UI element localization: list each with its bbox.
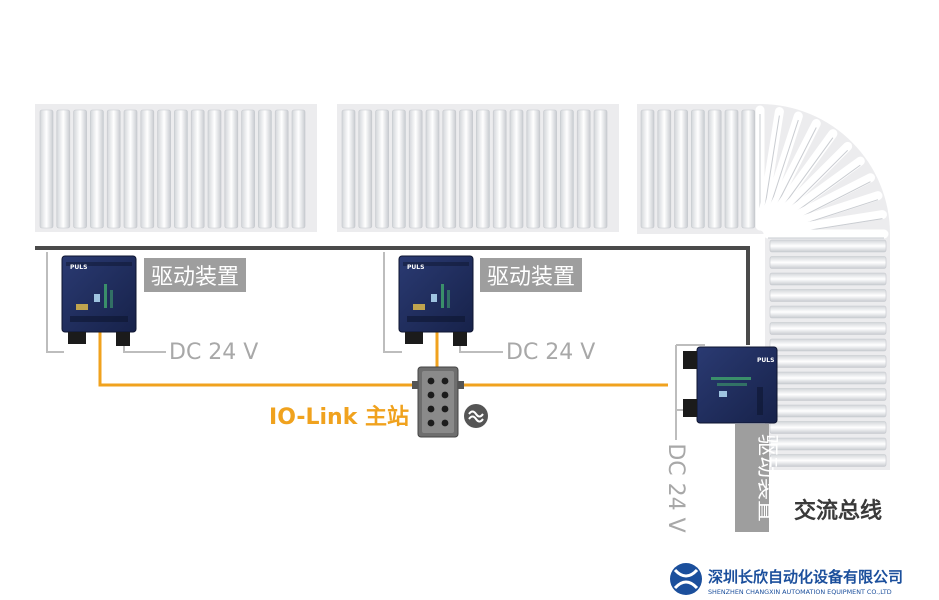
drive-unit-1[interactable]: PULS [61, 255, 137, 346]
drive-label-2-text: 驱动装置 [487, 265, 575, 290]
device-brand: PULS [407, 264, 424, 271]
conveyor-roller [769, 272, 887, 286]
conveyor-roller [769, 421, 887, 434]
conveyor-roller [769, 388, 887, 401]
conveyor-roller [769, 404, 887, 418]
conveyor-roller [207, 109, 222, 229]
conveyor-roller [39, 109, 54, 229]
conveyor-segment-3-curve [637, 104, 890, 470]
ac-bus-label: 交流总线 [794, 498, 882, 524]
conveyor-roller [576, 109, 591, 229]
io-link-port[interactable] [441, 419, 449, 427]
conveyor-roller [408, 109, 423, 229]
ac-symbol-icon [464, 404, 488, 428]
io-link-port[interactable] [441, 377, 449, 385]
conveyor-roller [341, 109, 356, 229]
conveyor-roller [769, 305, 887, 319]
conveyor-roller [73, 109, 87, 229]
dc-label-2: DC 24 V [506, 340, 595, 365]
drive-label-1: 驱动装置 [144, 258, 246, 292]
conveyor-roller [769, 338, 887, 352]
conveyor-roller [593, 109, 608, 229]
conveyor-roller [442, 109, 457, 229]
conveyor-roller [358, 109, 373, 229]
conveyor-roller [560, 109, 574, 229]
conveyor-roller [769, 371, 887, 385]
conveyor-segment-2 [337, 104, 619, 232]
drive-unit-3[interactable]: PULS [683, 346, 778, 424]
conveyor-roller [769, 256, 887, 269]
conveyor-roller [769, 289, 887, 302]
conveyor-roller [241, 109, 255, 229]
conveyor-roller [459, 109, 473, 229]
io-link-port[interactable] [441, 405, 449, 413]
conveyor-roller [392, 109, 406, 229]
device-brand: PULS [757, 357, 774, 364]
io-link-port[interactable] [441, 391, 449, 399]
io-link-port[interactable] [427, 391, 435, 399]
conveyor-roller [769, 239, 887, 253]
company-name-en: SHENZHEN CHANGXIN AUTOMATION EQUIPMENT C… [708, 588, 892, 596]
conveyor-roller [492, 109, 507, 229]
conveyor-roller [375, 109, 389, 229]
conveyor-roller [476, 109, 490, 229]
conveyor-roller [90, 109, 104, 229]
io-link-port[interactable] [427, 377, 435, 385]
conveyor-segment-1 [35, 104, 317, 232]
dc-label-1: DC 24 V [169, 340, 258, 365]
conveyor-roller [769, 437, 887, 451]
dc-line-2 [383, 252, 503, 353]
io-link-port[interactable] [427, 405, 435, 413]
conveyor-roller [724, 109, 739, 229]
ac-bus-line [35, 246, 750, 345]
conveyor-roller [140, 109, 155, 229]
dc-line-1 [46, 252, 166, 353]
io-link-line [98, 330, 668, 387]
conveyor-roller [157, 109, 171, 229]
conveyor-roller [274, 109, 289, 229]
conveyor-roller [769, 355, 887, 368]
device-brand: PULS [70, 264, 87, 271]
io-link-port[interactable] [427, 419, 435, 427]
conveyor-roller [123, 109, 138, 229]
drive-label-2: 驱动装置 [480, 258, 582, 292]
conveyor-roller [674, 109, 688, 229]
company-logo [670, 563, 702, 595]
conveyor-roller [741, 109, 756, 229]
drive-unit-2[interactable]: PULS [398, 255, 474, 346]
conveyor-roller [291, 109, 306, 229]
conveyor-roller [174, 109, 188, 229]
conveyor-roller [657, 109, 672, 229]
io-link-master-label: IO-Link 主站 [269, 405, 409, 430]
conveyor-roller [258, 109, 272, 229]
drive-label-3: 驱动装置 [735, 424, 779, 532]
conveyor-roller [769, 322, 887, 335]
conveyor-roller [425, 109, 440, 229]
company-name-cn: 深圳长欣自动化设备有限公司 [708, 568, 903, 586]
conveyor-roller [769, 454, 887, 467]
conveyor-roller [509, 109, 524, 229]
conveyor-roller [526, 109, 541, 229]
conveyor-roller [56, 109, 71, 229]
conveyor-roller [691, 109, 705, 229]
io-link-master-module[interactable] [412, 366, 464, 438]
drive-label-3-text: 驱动装置 [754, 434, 779, 522]
conveyor-roller [190, 109, 205, 229]
drive-label-1-text: 驱动装置 [151, 265, 239, 290]
dc-label-3: DC 24 V [663, 443, 688, 532]
conveyor-roller [707, 109, 722, 229]
conveyor-roller [224, 109, 239, 229]
conveyor-roller [106, 109, 121, 229]
conveyor-roller [543, 109, 557, 229]
conveyor-roller [640, 109, 655, 229]
